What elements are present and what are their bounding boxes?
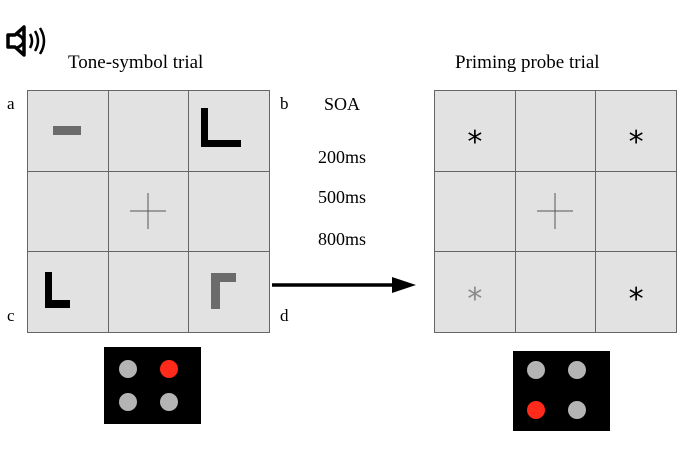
soa-value-3: 800ms [317, 229, 366, 249]
grid-cell [189, 91, 269, 171]
soa-value-2: 500ms [317, 187, 366, 207]
right-panel-title: Priming probe trial [455, 52, 600, 73]
grid-cell [515, 252, 596, 332]
priming-probe-grid: * * * * [434, 90, 677, 333]
indicator-light-active [527, 401, 545, 419]
l-shape-symbol-small [45, 272, 70, 309]
speaker-icon [4, 24, 58, 58]
soa-value-1: 200ms [317, 147, 366, 167]
grid-cell [28, 171, 108, 252]
grid-cell [108, 171, 189, 252]
grid-cell [189, 171, 269, 252]
grid-cell [515, 91, 596, 171]
probe-star: * [467, 124, 483, 160]
indicator-light [119, 393, 137, 411]
grid-cell [28, 91, 108, 171]
indicator-light [119, 360, 137, 378]
grid-cell [108, 91, 189, 171]
grid-cell: * [596, 91, 676, 171]
left-panel-title: Tone-symbol trial [68, 52, 204, 73]
corner-label-a: a [7, 94, 15, 113]
grid-cell: * [435, 91, 515, 171]
horizontal-bar-symbol [53, 126, 81, 135]
left-light-panel [104, 347, 201, 424]
grid-cell: * [596, 252, 676, 332]
corner-label-d: d [280, 306, 289, 325]
corner-symbol [211, 273, 237, 310]
tone-symbol-grid [27, 90, 270, 333]
grid-cell [108, 252, 189, 332]
indicator-light [160, 393, 178, 411]
corner-label-b: b [280, 94, 289, 113]
indicator-light [527, 361, 545, 379]
probe-star-gray: * [467, 282, 483, 318]
l-shape-symbol [201, 108, 242, 147]
grid-cell [596, 171, 676, 252]
grid-cell: * [435, 252, 515, 332]
indicator-light [568, 361, 586, 379]
grid-cell [515, 171, 596, 252]
corner-label-c: c [7, 306, 15, 325]
probe-star: * [628, 124, 644, 160]
grid-cell [189, 252, 269, 332]
indicator-light [568, 401, 586, 419]
probe-star: * [628, 282, 644, 318]
sequence-arrow [272, 275, 422, 295]
soa-label: SOA [323, 94, 360, 114]
indicator-light-active [160, 360, 178, 378]
right-light-panel [513, 351, 610, 431]
grid-cell [435, 171, 515, 252]
grid-cell [28, 252, 108, 332]
